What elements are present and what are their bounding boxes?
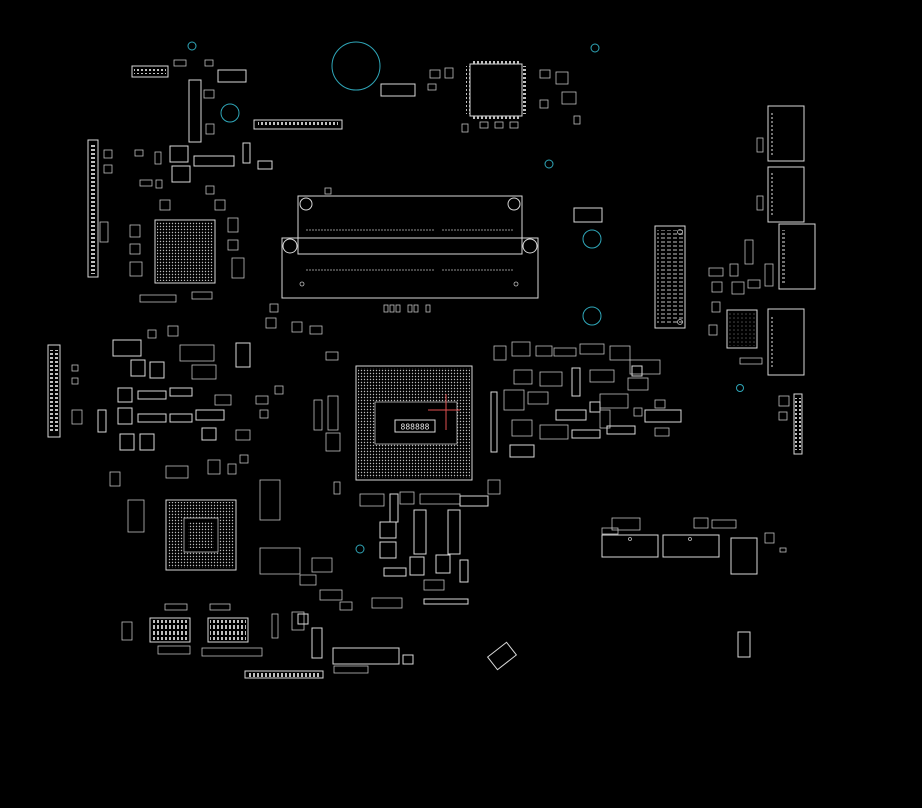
component[interactable] (311, 627, 323, 659)
mounting-hole[interactable] (582, 306, 602, 326)
connector-ffc[interactable] (253, 119, 343, 130)
component[interactable] (509, 444, 535, 458)
connector-bottom-left[interactable] (244, 670, 324, 679)
inductor[interactable] (117, 387, 133, 403)
component[interactable] (242, 142, 251, 164)
sodimm-slot-2[interactable] (281, 237, 539, 299)
mounting-hole[interactable] (582, 229, 602, 249)
component[interactable] (737, 631, 751, 658)
bga-chip-left[interactable] (154, 219, 216, 284)
inductor[interactable] (119, 433, 135, 451)
inductor-tall[interactable] (413, 509, 427, 555)
component-block[interactable] (662, 534, 720, 558)
component[interactable] (380, 83, 416, 97)
connector-vertical[interactable] (188, 79, 202, 143)
connector-left-long[interactable] (87, 139, 99, 278)
connector-bottom-center[interactable] (332, 647, 400, 665)
component[interactable] (112, 339, 142, 357)
inductor[interactable] (139, 433, 155, 451)
resistor-array[interactable] (137, 413, 167, 423)
cpu-socket: 888888 (313, 351, 473, 495)
cpu-bga-socket[interactable] (355, 365, 473, 481)
mounting-hole-large[interactable] (331, 41, 381, 91)
connector-right-small[interactable] (793, 393, 803, 455)
inductor[interactable] (169, 145, 189, 163)
fiducial[interactable] (736, 384, 744, 392)
top-center-components (380, 60, 603, 223)
inductor[interactable] (149, 361, 165, 379)
memory-chip[interactable] (207, 617, 249, 643)
connector-top-left[interactable] (131, 65, 169, 78)
component[interactable] (573, 207, 603, 223)
inductor[interactable] (117, 407, 133, 425)
qfn-chip[interactable] (726, 309, 758, 349)
memory-slots (281, 187, 539, 313)
left-middle-components (47, 303, 323, 487)
connector-right-vertical[interactable] (654, 225, 686, 329)
chip[interactable] (235, 342, 251, 368)
fiducial[interactable] (590, 43, 600, 53)
right-side-components (654, 105, 816, 455)
component[interactable] (217, 69, 247, 83)
inductor[interactable] (171, 165, 191, 183)
sodimm-slot-1[interactable] (297, 195, 523, 255)
lower-left-components (121, 479, 353, 679)
port-connector-1[interactable] (767, 105, 805, 162)
chip[interactable] (201, 427, 217, 441)
below-cpu-components (332, 479, 518, 674)
connector-vertical-small[interactable] (490, 391, 498, 453)
cpu-marking: 888888 (401, 423, 430, 432)
port-connector-2[interactable] (767, 166, 805, 223)
mounting-hole[interactable] (220, 103, 240, 123)
connector-left-vertical[interactable] (47, 344, 61, 438)
component[interactable] (257, 160, 273, 170)
fiducial[interactable] (187, 41, 197, 51)
inductor-tall[interactable] (447, 509, 461, 555)
fiducial[interactable] (544, 159, 554, 169)
lower-right-components (601, 517, 787, 658)
component[interactable] (730, 537, 758, 575)
component-rotated[interactable] (486, 641, 518, 671)
port-connector-3[interactable] (778, 223, 816, 290)
component-block[interactable] (601, 534, 659, 558)
component[interactable] (193, 155, 235, 167)
left-bga-region (99, 185, 245, 303)
top-left-components (87, 59, 343, 278)
component[interactable] (644, 409, 682, 423)
inductor[interactable] (130, 359, 146, 377)
component[interactable] (389, 493, 399, 523)
right-center-components (490, 341, 682, 458)
fiducial[interactable] (355, 544, 365, 554)
mounting-holes (187, 41, 744, 554)
memory-chip[interactable] (149, 617, 191, 643)
resistor-array[interactable] (137, 390, 167, 400)
bga-chip-lower-left[interactable] (165, 499, 237, 571)
qfp-chip[interactable] (469, 63, 523, 117)
connector-small[interactable] (423, 598, 469, 605)
port-connector-4[interactable] (767, 308, 805, 376)
cpu-die[interactable] (394, 419, 436, 433)
